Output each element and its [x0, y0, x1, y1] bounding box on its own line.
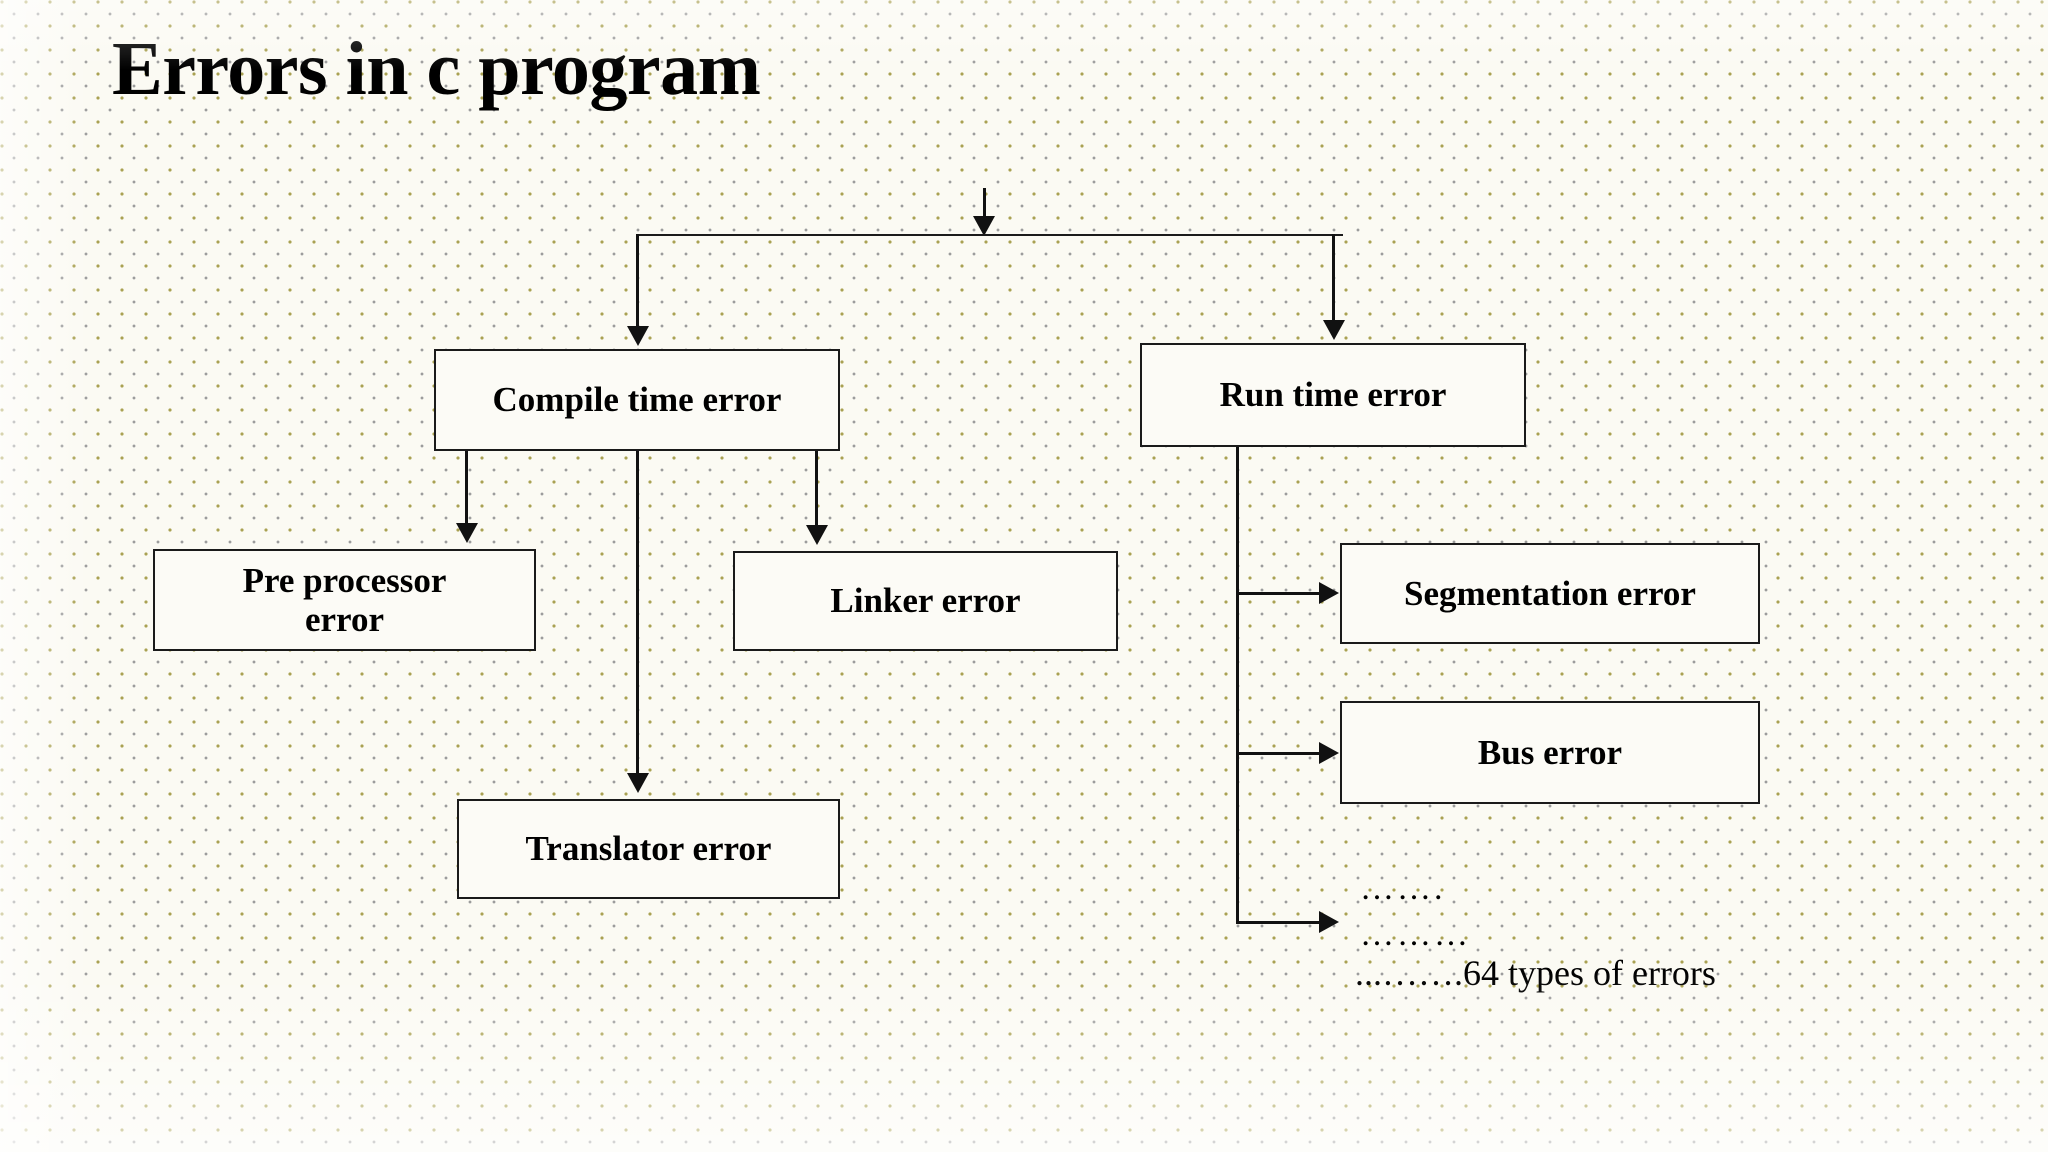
node-translator-error-label: Translator error	[525, 829, 772, 869]
edge-runtime-to-segmentation-arrowhead-icon	[1319, 582, 1339, 604]
node-pre-processor-error[interactable]: Pre processor error	[153, 549, 536, 651]
edge-runtime-to-segmentation-line	[1236, 592, 1324, 595]
ellipsis-line-1: …….	[1360, 870, 1446, 907]
edge-compile-to-linker-line	[815, 451, 818, 531]
edge-compile-to-preprocessor-line	[465, 451, 468, 529]
node-compile-time-error-label: Compile time error	[492, 380, 782, 420]
node-bus-error[interactable]: Bus error	[1340, 701, 1760, 804]
edge-compile-to-linker-arrowhead-icon	[806, 525, 828, 545]
node-linker-error[interactable]: Linker error	[733, 551, 1118, 651]
edge-split-to-runtime-arrowhead-icon	[1323, 320, 1345, 340]
edge-split-to-compile-arrowhead-icon	[627, 326, 649, 346]
edge-split-to-compile-line	[636, 234, 639, 330]
runtime-trunk-line	[1236, 447, 1239, 924]
node-segmentation-error[interactable]: Segmentation error	[1340, 543, 1760, 644]
node-run-time-error-label: Run time error	[1219, 375, 1447, 415]
edge-runtime-to-other-errors-arrowhead-icon	[1319, 911, 1339, 933]
node-pre-processor-error-label: Pre processor error	[242, 560, 447, 639]
edge-runtime-to-bus-line	[1236, 752, 1324, 755]
node-compile-time-error[interactable]: Compile time error	[434, 349, 840, 451]
other-errors-count-text: ...…….64 types of errors	[1355, 953, 1716, 993]
node-translator-error[interactable]: Translator error	[457, 799, 840, 899]
node-linker-error-label: Linker error	[830, 581, 1021, 621]
edge-compile-to-preprocessor-arrowhead-icon	[456, 523, 478, 543]
edge-split-to-runtime-line	[1332, 234, 1335, 324]
page-title: Errors in c program	[112, 27, 761, 111]
edge-runtime-to-bus-arrowhead-icon	[1319, 742, 1339, 764]
root-arrowhead-icon	[973, 216, 995, 236]
edge-compile-to-translator-arrowhead-icon	[627, 773, 649, 793]
node-segmentation-error-label: Segmentation error	[1404, 573, 1696, 613]
ellipsis-line-2: ………	[1360, 916, 1471, 953]
edge-runtime-to-other-errors-line	[1236, 921, 1324, 924]
edge-compile-to-translator-line	[636, 451, 639, 781]
node-bus-error-label: Bus error	[1477, 732, 1623, 772]
node-run-time-error[interactable]: Run time error	[1140, 343, 1526, 447]
split-bar-line	[637, 234, 1343, 236]
